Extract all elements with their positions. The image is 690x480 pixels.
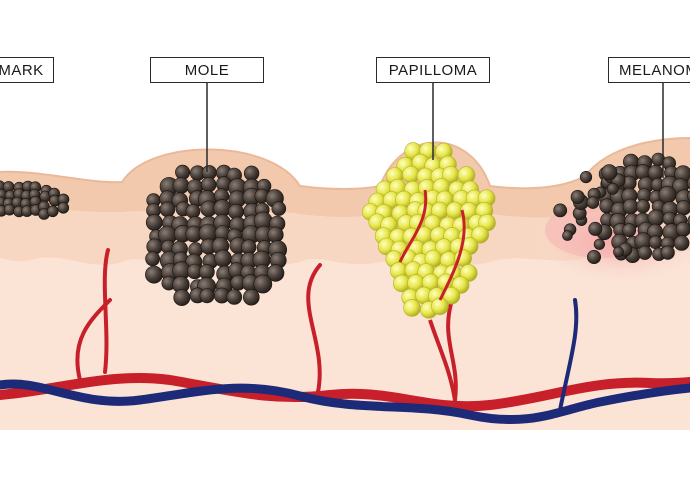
vein-main xyxy=(0,379,690,425)
cell xyxy=(201,177,217,193)
cell xyxy=(226,289,243,305)
papilloma-capillary-3 xyxy=(428,319,457,401)
cell xyxy=(675,221,690,237)
blood-vessels xyxy=(0,248,690,425)
cell xyxy=(271,201,287,216)
cell xyxy=(601,164,618,181)
birthmark-label: MARK xyxy=(0,57,54,83)
cell xyxy=(431,297,449,316)
cell xyxy=(57,202,70,214)
cell xyxy=(648,235,663,249)
cell xyxy=(660,245,675,260)
papilloma-capillary-1 xyxy=(398,189,428,263)
melanoma-cells xyxy=(553,152,690,265)
cell xyxy=(553,203,568,218)
cell xyxy=(687,190,690,202)
cell xyxy=(593,238,606,250)
cell xyxy=(403,299,421,317)
cell xyxy=(159,201,176,218)
cell xyxy=(637,245,652,260)
cell xyxy=(687,215,690,227)
cell xyxy=(622,223,637,238)
cell xyxy=(471,225,490,244)
artery-branch-4 xyxy=(446,298,458,402)
cell xyxy=(145,213,163,231)
papilloma-cells xyxy=(361,142,496,319)
cell xyxy=(635,199,650,214)
cell xyxy=(185,203,201,219)
cell xyxy=(588,221,603,236)
cell xyxy=(673,235,690,251)
cell xyxy=(243,288,260,306)
cell xyxy=(613,246,624,258)
papilloma-label: PAPILLOMA xyxy=(376,57,490,83)
cell xyxy=(586,196,600,209)
papilloma-capillary-2 xyxy=(438,209,466,301)
artery-branch-3 xyxy=(306,263,322,394)
mole-cells xyxy=(145,164,288,307)
cell xyxy=(145,265,163,284)
cell xyxy=(570,190,585,205)
cell xyxy=(243,165,260,182)
cell xyxy=(175,164,191,180)
artery-main xyxy=(0,373,690,412)
cell xyxy=(562,230,573,241)
cell xyxy=(214,249,232,268)
cell xyxy=(687,176,690,190)
birthmark-cells xyxy=(0,180,70,220)
vein-branch-1 xyxy=(558,298,579,412)
mole-label: MOLE xyxy=(150,57,264,83)
cell xyxy=(173,289,191,307)
cell xyxy=(579,171,593,184)
cell xyxy=(145,251,160,267)
cell xyxy=(606,182,619,195)
cell xyxy=(622,198,639,215)
melanoma-label: MELANOMA xyxy=(608,57,690,83)
cell xyxy=(172,177,190,194)
artery-branch-2 xyxy=(102,248,110,374)
cell xyxy=(676,200,690,216)
cell xyxy=(199,288,215,304)
cell xyxy=(266,264,285,282)
cell xyxy=(253,274,273,294)
cell xyxy=(46,205,59,218)
cell xyxy=(586,250,601,265)
cell xyxy=(267,226,284,243)
